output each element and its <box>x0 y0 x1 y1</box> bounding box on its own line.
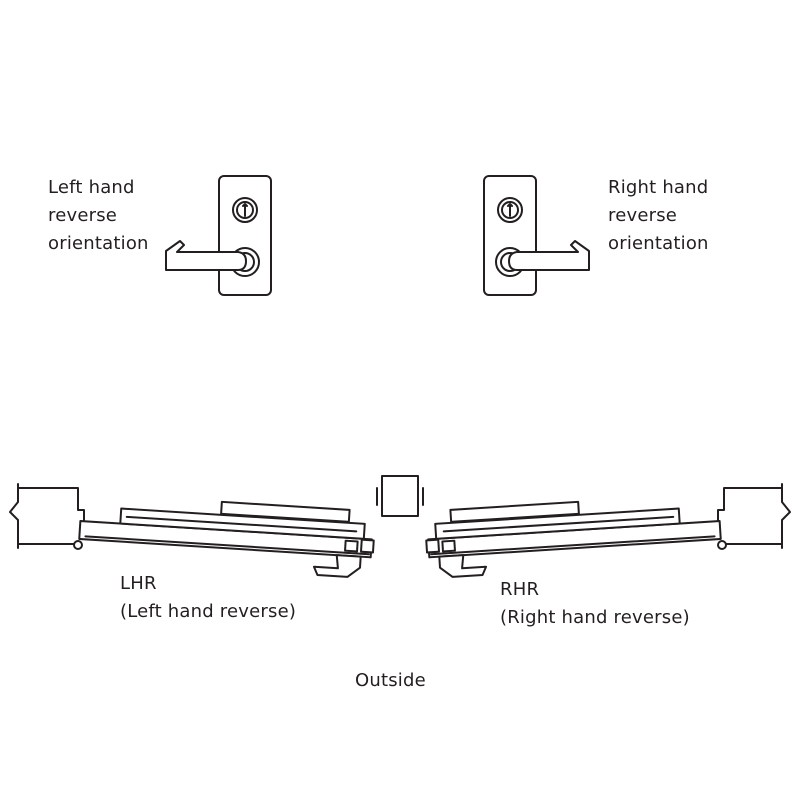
strike-box <box>381 475 419 517</box>
right-key-cylinder-inner <box>501 201 519 219</box>
rhr-code: RHR <box>500 579 540 600</box>
lhr-full-name: (Left hand reverse) <box>120 601 297 622</box>
lhr-rail-detail <box>125 515 358 533</box>
right-lever-handle <box>508 240 590 271</box>
rhr-full-name: (Right hand reverse) <box>500 607 690 628</box>
left-door-frame-icon <box>9 483 85 550</box>
lhr-door-icon <box>78 500 375 578</box>
rhr-door-icon <box>425 500 722 578</box>
left-key-cylinder-inner <box>236 201 254 219</box>
right-wall-break <box>781 483 791 549</box>
right-door-frame-icon <box>717 483 791 550</box>
rhr-rail-detail <box>442 515 675 533</box>
left-orientation-label: Left hand reverse orientation <box>48 174 149 258</box>
left-orientation-line-1: Left hand <box>48 177 135 198</box>
rhr-door-edge <box>430 535 716 556</box>
left-wall-break <box>9 483 19 549</box>
lhr-label: LHR (Left hand reverse) <box>120 570 296 626</box>
lhr-trim-lever <box>312 554 362 578</box>
left-frame-jamb <box>17 487 85 539</box>
left-orientation-line-2: reverse <box>48 205 118 226</box>
rhr-latch-block <box>441 539 456 553</box>
lhr-door-edge <box>84 535 370 556</box>
rhr-label: RHR (Right hand reverse) <box>500 576 690 632</box>
left-escutcheon-plate <box>218 175 272 296</box>
right-hinge-pivot <box>717 540 727 550</box>
right-lever-trim-icon <box>483 175 590 296</box>
right-orientation-line-2: reverse <box>608 205 678 226</box>
right-frame-jamb <box>717 487 783 539</box>
rhr-push-bar <box>449 500 580 523</box>
right-orientation-line-3: orientation <box>608 233 709 254</box>
left-orientation-line-3: orientation <box>48 233 149 254</box>
right-escutcheon-plate <box>483 175 537 296</box>
right-keyway-icon <box>507 203 513 217</box>
rhr-latch-cap <box>425 538 440 554</box>
strike-lips <box>376 487 424 506</box>
lhr-code: LHR <box>120 573 157 594</box>
left-keyway-icon <box>242 203 248 217</box>
left-lever-trim-icon <box>165 175 272 296</box>
lhr-push-bar <box>220 500 351 523</box>
rhr-trim-lever <box>438 554 488 578</box>
lhr-latch-block <box>344 539 359 553</box>
strike-icon <box>376 475 424 517</box>
outside-label: Outside <box>355 667 426 695</box>
right-orientation-line-1: Right hand <box>608 177 709 198</box>
left-lever-handle <box>165 240 247 271</box>
outside-text: Outside <box>355 670 426 691</box>
left-hinge-pivot <box>73 540 83 550</box>
right-orientation-label: Right hand reverse orientation <box>608 174 709 258</box>
lhr-latch-cap <box>360 538 375 554</box>
